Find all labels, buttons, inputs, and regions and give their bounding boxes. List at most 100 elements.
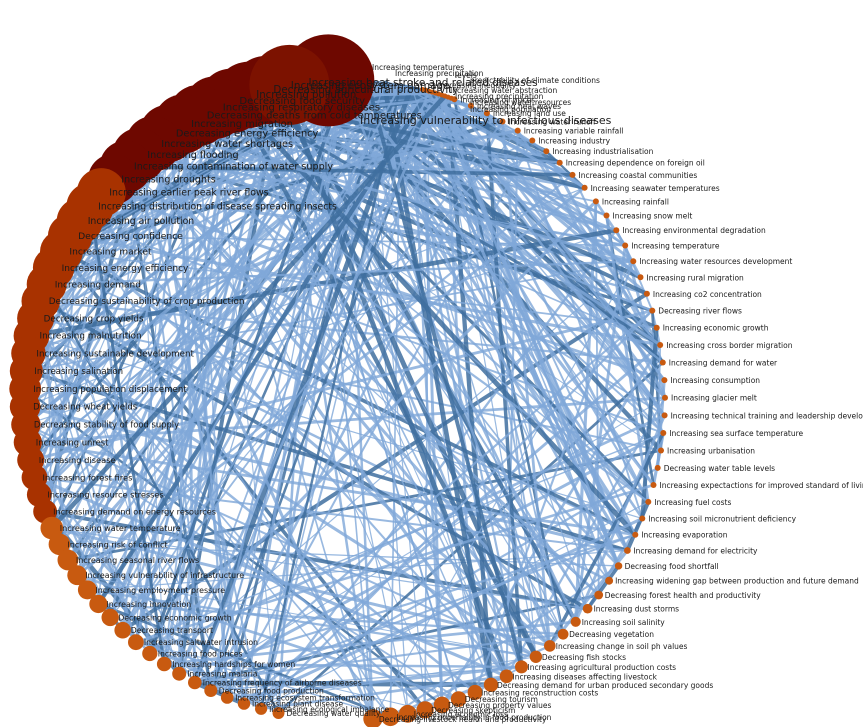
edge <box>194 397 666 683</box>
node-label: Increasing soil salinity <box>582 618 666 627</box>
node <box>603 212 610 219</box>
node-label: Increasing forest fires <box>43 472 133 482</box>
node-label: Increasing employment pressure <box>95 586 225 595</box>
node <box>249 44 330 125</box>
edge <box>428 90 637 536</box>
node-label: Increasing contamination of water supply <box>134 162 333 173</box>
edge <box>233 98 538 658</box>
node <box>467 684 483 700</box>
node-label: Increasing water runoff <box>509 118 597 127</box>
edge <box>260 309 654 710</box>
edge <box>164 620 576 666</box>
node-label: Decreasing food production <box>219 687 324 696</box>
node-label: Increasing food prices <box>158 650 243 659</box>
edge <box>277 86 664 434</box>
node <box>467 102 474 109</box>
node-label: Decreasing forest health and productivit… <box>605 591 762 600</box>
edge <box>51 526 551 648</box>
node <box>645 498 652 505</box>
node <box>630 258 637 265</box>
node-label: Increasing change in soil ph values <box>556 642 688 651</box>
node <box>204 684 218 697</box>
node <box>142 645 158 662</box>
node-label: Decreasing water quality <box>287 709 382 718</box>
node <box>654 464 661 471</box>
node <box>659 359 666 366</box>
edge <box>183 122 197 683</box>
node-label: Decreasing livestock health and producti… <box>379 715 547 724</box>
node <box>632 531 639 538</box>
edge <box>135 641 426 711</box>
node-label: Increasing environmental degradation <box>622 226 766 235</box>
node-label: Increasing agricultural production costs <box>528 663 677 672</box>
node <box>622 242 629 249</box>
edge <box>124 166 375 720</box>
node-label: Decreasing vegetation <box>569 630 654 639</box>
node <box>57 549 79 571</box>
node-label: Increasing innovation <box>106 600 191 609</box>
node-label: Increasing respiratory diseases <box>223 103 380 114</box>
node <box>363 709 383 727</box>
node-label: Increasing resource stresses <box>47 490 163 500</box>
node <box>594 590 604 600</box>
node-label: Increasing droughts <box>121 174 215 185</box>
node-label: Increasing unrest <box>36 437 109 447</box>
edge <box>625 501 651 552</box>
node-label: Increasing population displacement <box>33 385 187 395</box>
edge <box>235 98 564 635</box>
node-label: Decreasing confidence <box>78 231 183 242</box>
node-label: Decreasing sustainability of crop produc… <box>49 297 245 307</box>
edge <box>210 309 654 692</box>
node-label: Increasing economic loss <box>414 710 508 719</box>
edge <box>121 84 402 631</box>
node <box>416 701 434 719</box>
edge <box>474 260 635 693</box>
edge <box>76 573 460 701</box>
node <box>127 634 144 651</box>
node <box>661 377 668 384</box>
node-label: Decreasing deaths from cold temperatures <box>207 110 422 121</box>
node-label: predictability of climate conditions <box>470 76 600 85</box>
node-label: Increasing plant disease <box>252 700 343 709</box>
node-label: Increasing soil micronutrient deficiency <box>648 515 796 524</box>
edge <box>46 260 634 286</box>
node-label: Increasing precipitation <box>395 69 484 78</box>
node-label: Increasing snow melt <box>613 212 693 221</box>
node <box>613 227 620 234</box>
node-label: Increasing rainfall <box>602 197 669 206</box>
node-label: levels <box>455 71 477 80</box>
node-label: Increasing inequality <box>438 81 517 90</box>
node <box>657 342 664 348</box>
edge <box>29 459 196 684</box>
node-label: Increasing land use <box>493 109 566 118</box>
node-label: Increasing rural migration <box>647 273 745 282</box>
edge <box>372 260 634 720</box>
edge <box>431 91 665 381</box>
edge <box>474 666 522 694</box>
edge <box>76 115 200 576</box>
edge <box>24 98 237 408</box>
node-label: Increasing sea surface temperature <box>669 429 803 438</box>
node-label: Decreasing demand for urban produced sec… <box>497 681 713 690</box>
node <box>67 565 88 586</box>
node-label: Increasing economic growth <box>663 324 769 333</box>
node-label: Increasing water resources development <box>639 257 792 266</box>
node-label: Decreasing food shortfall <box>625 562 719 571</box>
edge <box>605 215 650 503</box>
node-label: Increasing ecosystem transformation <box>235 694 375 703</box>
node-label: Increasing heat waves <box>477 102 561 111</box>
node <box>661 412 668 419</box>
node-label: Increasing salination <box>34 367 123 377</box>
edge <box>34 476 628 552</box>
edge <box>27 440 636 537</box>
node <box>515 660 528 674</box>
node-label: Increasing water resources <box>470 98 571 107</box>
edge <box>87 549 628 591</box>
node-label: Increasing demand for water <box>669 359 778 368</box>
node <box>114 621 131 639</box>
node-label: Increasing distribution of disease sprea… <box>98 202 337 213</box>
edge <box>437 93 620 567</box>
node-label: Increasing widening gap between producti… <box>615 577 859 586</box>
